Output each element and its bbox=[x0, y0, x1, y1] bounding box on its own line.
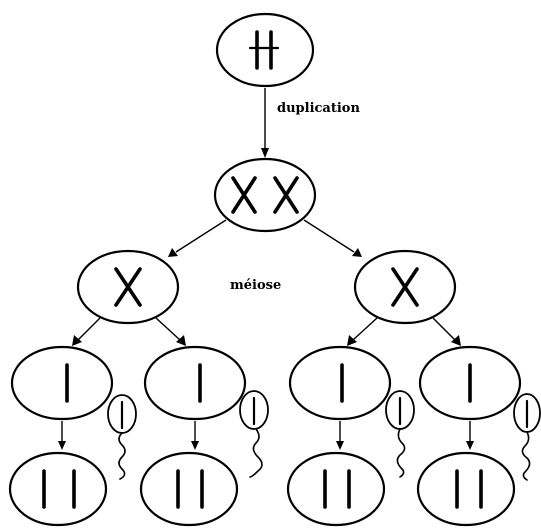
meiosis2-cell-1 bbox=[10, 345, 114, 421]
arrow-left-line bbox=[175, 219, 227, 253]
x1-stroke-b bbox=[231, 176, 257, 214]
bottom-cell-2-membrane bbox=[139, 451, 239, 527]
bottom-cell-1-membrane bbox=[8, 451, 108, 527]
duplication-arrow bbox=[261, 88, 269, 158]
arrow-rl-line bbox=[352, 317, 378, 341]
arrow-rr-head bbox=[451, 335, 461, 346]
meiosis2-cell-1-membrane bbox=[10, 345, 114, 421]
bottom-cell-2 bbox=[139, 451, 239, 527]
bottom-cell-4-membrane bbox=[416, 451, 516, 527]
sperm-2-tail bbox=[249, 428, 263, 478]
arrow-ll-head bbox=[72, 335, 82, 346]
meiosis1-left-x-b bbox=[114, 267, 142, 307]
sperm-1-tail bbox=[118, 432, 126, 480]
arrow-right-head bbox=[352, 248, 362, 257]
sperm-2 bbox=[239, 390, 269, 478]
top-cell-membrane bbox=[215, 12, 315, 88]
meiosis2-cell-2 bbox=[143, 345, 247, 421]
arrow-b3-head bbox=[336, 441, 344, 450]
arrow-left-head bbox=[168, 248, 178, 257]
duplicated-cell-membrane bbox=[213, 157, 317, 233]
bottom-arrows bbox=[58, 421, 474, 450]
bottom-cell-3 bbox=[286, 451, 386, 527]
arrow-right-line bbox=[303, 219, 355, 253]
meiosis2-cell-4 bbox=[418, 345, 522, 421]
meiosis2-cell-3-membrane bbox=[288, 345, 392, 421]
top-cell bbox=[215, 12, 315, 88]
arrow-rl-head bbox=[347, 335, 357, 346]
sperm-3-tail bbox=[396, 428, 406, 478]
meiosis1-right-x-b bbox=[391, 267, 419, 307]
meiosis2-arrows bbox=[72, 317, 461, 346]
meiosis1-arrows bbox=[168, 219, 362, 257]
meiosis1-right-cell bbox=[353, 249, 457, 325]
arrow-lr-head bbox=[176, 335, 186, 346]
sperm-1 bbox=[107, 394, 137, 480]
duplication-label: duplication bbox=[277, 101, 360, 116]
x2-stroke-b bbox=[273, 176, 299, 214]
sperm-4-tail bbox=[521, 431, 531, 481]
arrow-b2-head bbox=[191, 441, 199, 450]
meiosis2-cell-2-membrane bbox=[143, 345, 247, 421]
arrow-b4-head bbox=[466, 441, 474, 450]
sperm-3 bbox=[385, 390, 415, 478]
arrow-ll-line bbox=[77, 317, 101, 341]
meiosis1-left-cell bbox=[76, 249, 180, 325]
arrow-lr-line bbox=[155, 317, 181, 341]
duplication-arrow-head bbox=[261, 148, 269, 158]
sperm-4 bbox=[513, 393, 541, 481]
arrow-b1-head bbox=[58, 441, 66, 450]
meiosis-label: méiose bbox=[230, 278, 281, 293]
meiosis2-cell-3 bbox=[288, 345, 392, 421]
bottom-cell-3-membrane bbox=[286, 451, 386, 527]
bottom-cell-4 bbox=[416, 451, 516, 527]
duplicated-cell bbox=[213, 157, 317, 233]
bottom-cell-1 bbox=[8, 451, 108, 527]
arrow-rr-line bbox=[432, 317, 456, 341]
